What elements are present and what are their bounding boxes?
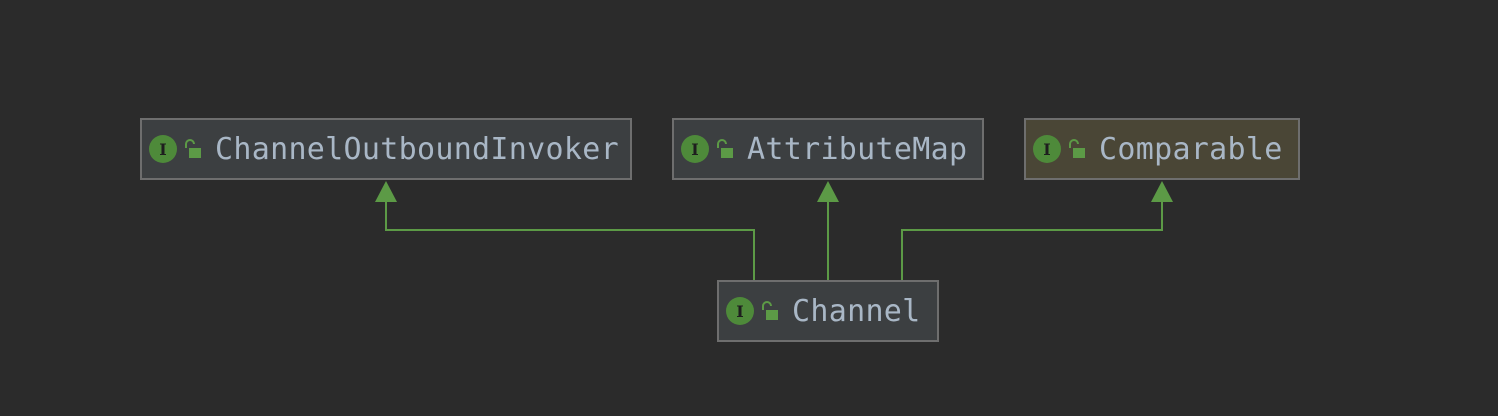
arrowhead-channeloutboundinvoker (375, 181, 397, 202)
arrowhead-comparable (1151, 181, 1173, 202)
node-attributemap[interactable]: I AttributeMap (672, 118, 984, 180)
arrowhead-attributemap (817, 181, 839, 202)
node-label: Comparable (1099, 131, 1283, 167)
unlocked-padlock-icon (762, 301, 778, 320)
node-channel[interactable]: I Channel (717, 280, 939, 342)
unlocked-padlock-icon (717, 139, 733, 158)
node-channeloutboundinvoker[interactable]: I ChannelOutboundInvoker (140, 118, 632, 180)
edge-channel-to-comparable (901, 200, 1163, 280)
interface-badge-icon: I (726, 297, 754, 325)
interface-badge-icon: I (149, 135, 177, 163)
node-comparable[interactable]: I Comparable (1024, 118, 1300, 180)
interface-badge-icon: I (681, 135, 709, 163)
unlocked-padlock-icon (1069, 139, 1085, 158)
edge-channel-to-channeloutboundinvoker (385, 200, 755, 280)
node-label: ChannelOutboundInvoker (215, 131, 619, 167)
node-label: Channel (792, 293, 921, 329)
interface-badge-icon: I (1033, 135, 1061, 163)
node-label: AttributeMap (747, 131, 968, 167)
unlocked-padlock-icon (185, 139, 201, 158)
